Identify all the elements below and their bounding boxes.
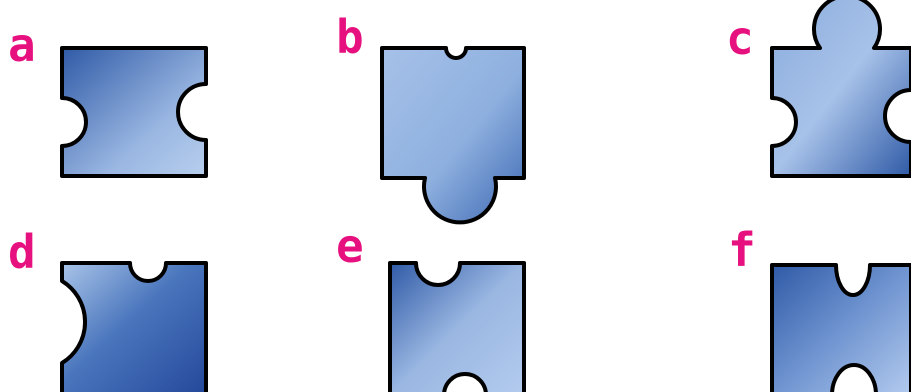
- piece-c[interactable]: c: [720, 0, 911, 190]
- piece-f[interactable]: f: [720, 215, 911, 392]
- puzzle-piece-b-icon: [330, 0, 550, 240]
- puzzle-piece-c-icon: [720, 0, 911, 190]
- puzzle-piece-d-icon: [0, 215, 220, 392]
- piece-a[interactable]: a: [0, 0, 220, 190]
- puzzle-piece-e-icon: [330, 215, 550, 392]
- piece-d[interactable]: d: [0, 215, 220, 392]
- puzzle-piece-a-icon: [0, 0, 220, 190]
- piece-b[interactable]: b: [330, 0, 550, 240]
- piece-e[interactable]: e: [330, 215, 550, 392]
- puzzle-piece-f-icon: [720, 215, 911, 392]
